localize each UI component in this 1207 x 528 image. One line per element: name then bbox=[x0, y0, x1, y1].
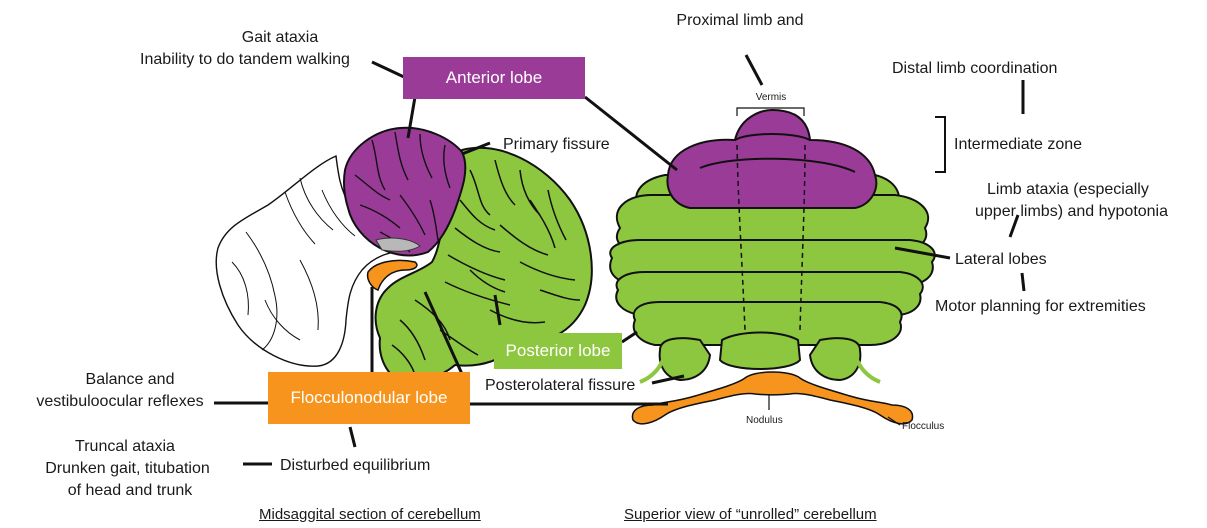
proximal-limb-label: Proximal limb and bbox=[630, 10, 850, 31]
gait-ataxia-label: Gait ataxia bbox=[180, 27, 380, 48]
anterior-lobe-box: Anterior lobe bbox=[403, 57, 585, 99]
disturbed-equilibrium-label: Disturbed equilibrium bbox=[280, 455, 430, 476]
distal-limb-label: Distal limb coordination bbox=[892, 58, 1057, 79]
posterolateral-fissure-label: Posterolateral fissure bbox=[485, 375, 635, 396]
flocculonodular-lobe-box: Flocculonodular lobe bbox=[268, 372, 470, 424]
nodulus-label: Nodulus bbox=[746, 415, 783, 427]
posterior-lobe-box: Posterior lobe bbox=[494, 333, 622, 369]
intermediate-bracket bbox=[935, 117, 945, 172]
vermis-label: Vermis bbox=[740, 92, 802, 104]
motor-planning-label: Motor planning for extremities bbox=[935, 296, 1146, 317]
flocculus-label: Flocculus bbox=[902, 421, 944, 433]
lateral-lobes-label: Lateral lobes bbox=[955, 249, 1047, 270]
left-caption: Midsaggital section of cerebellum bbox=[259, 506, 481, 523]
anterior-lobe-top bbox=[667, 110, 876, 208]
drunken-gait-label: Drunken gait, titubation bbox=[20, 458, 235, 479]
head-trunk-label: of head and trunk bbox=[40, 480, 220, 501]
primary-fissure-label: Primary fissure bbox=[503, 134, 610, 155]
right-caption: Superior view of “unrolled” cerebellum bbox=[624, 506, 877, 523]
vestibuloocular-label: vestibuloocular reflexes bbox=[20, 391, 220, 412]
tandem-walking-label: Inability to do tandem walking bbox=[120, 49, 370, 70]
truncal-ataxia-label: Truncal ataxia bbox=[40, 436, 210, 457]
limb-ataxia-label: Limb ataxia (especially bbox=[987, 179, 1149, 200]
hypotonia-label: upper limbs) and hypotonia bbox=[975, 201, 1168, 222]
balance-label: Balance and bbox=[45, 369, 215, 390]
intermediate-zone-label: Intermediate zone bbox=[954, 134, 1082, 155]
